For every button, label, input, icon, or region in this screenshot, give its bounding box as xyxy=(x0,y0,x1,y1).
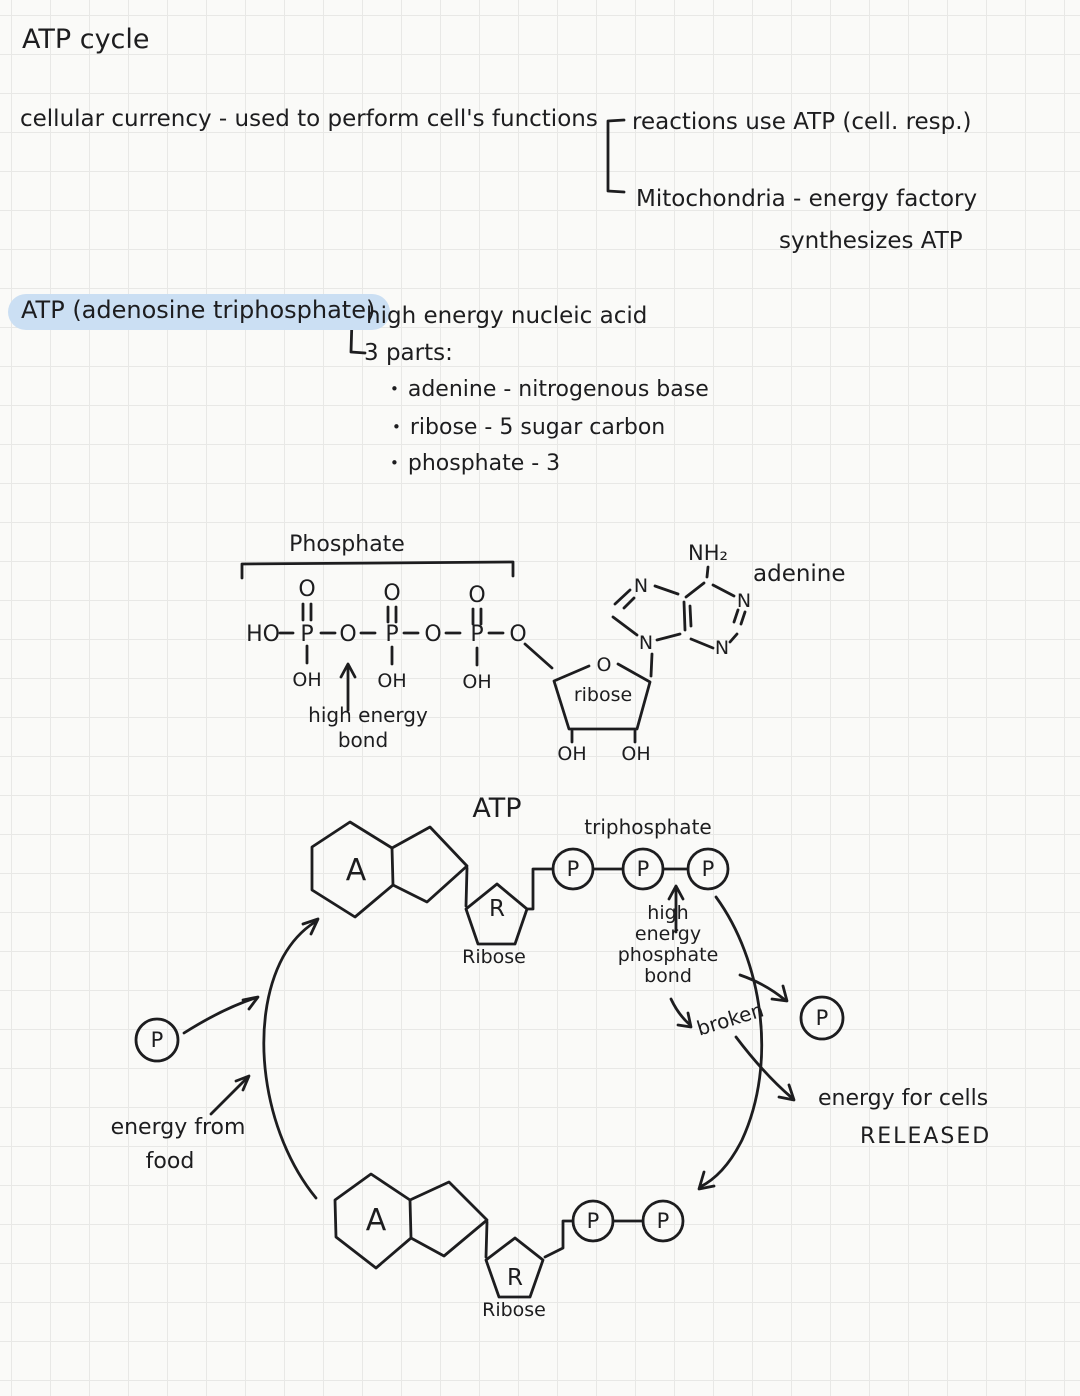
atp-point-top: high energy nucleic acid xyxy=(366,303,648,329)
atom-oh: OH xyxy=(377,670,406,692)
bullet-adenine: • adenine - nitrogenous base xyxy=(390,377,709,402)
branch-bracket xyxy=(608,120,624,192)
page-title: ATP cycle xyxy=(22,24,150,55)
bond-broken-arrow xyxy=(671,999,691,1027)
phosphate-chain-bonds xyxy=(280,604,503,665)
adenine-label: adenine xyxy=(753,561,846,587)
branch-mitochondria: Mitochondria - energy factory xyxy=(636,186,978,212)
adenine-skeleton xyxy=(613,567,745,648)
arrow-from-phosphate xyxy=(184,997,258,1033)
energy-released-line2: RELEASED xyxy=(860,1124,992,1149)
atom-oh: OH xyxy=(462,671,491,693)
atp-heading: ATP (adenosine triphosphate) xyxy=(21,296,376,324)
atom-oh: OH xyxy=(292,669,321,691)
bond-note-line: high xyxy=(647,902,689,924)
phosphate-chain-atoms: HO P O P O P O O O O OH OH OH xyxy=(246,577,527,693)
atom-n: N xyxy=(715,637,729,659)
arrow-from-food xyxy=(211,1076,249,1114)
atom-p: P xyxy=(470,622,483,647)
phosphate-group-label: Phosphate xyxy=(289,532,405,557)
phosphate-letter: P xyxy=(702,857,715,881)
phosphate-letter: P xyxy=(567,857,580,881)
phosphate-circle xyxy=(688,849,728,889)
bullet-dot: • xyxy=(392,418,401,436)
atom-p: P xyxy=(300,622,313,647)
high-energy-bond-label-1: high energy xyxy=(308,703,428,727)
broken-label: broken xyxy=(693,997,767,1041)
adenine-pentagon-top xyxy=(392,827,467,902)
adenine-letter-bottom: A xyxy=(366,1203,387,1238)
cycle-letters: A R A R P P P P P P P xyxy=(151,853,829,1291)
atom-o-dbl: O xyxy=(468,583,485,608)
ribose-letter-top: R xyxy=(489,896,505,922)
bullet-adenine-text: adenine - nitrogenous base xyxy=(407,377,709,402)
ribose-o: O xyxy=(597,654,612,676)
cellular-currency-line: cellular currency - used to perform cell… xyxy=(20,106,598,132)
atom-n: N xyxy=(634,575,648,597)
atom-o-dbl: O xyxy=(383,581,400,606)
phosphate-letter: P xyxy=(587,1209,600,1233)
phosphate-bracket xyxy=(242,562,513,578)
adenine-hexagon-top xyxy=(312,822,393,917)
energy-released-line1: energy for cells xyxy=(818,1086,989,1111)
input-phosphate-letter: P xyxy=(151,1028,164,1052)
atom-ho: HO xyxy=(246,622,280,647)
energy-from-food-line2: food xyxy=(145,1149,195,1174)
high-energy-phosphate-bond-note: high energy phosphate bond xyxy=(618,903,719,987)
bullet-ribose: • ribose - 5 sugar carbon xyxy=(392,415,665,440)
adenine-pentagon-bottom xyxy=(410,1182,487,1256)
bullet-phosphate-text: phosphate - 3 xyxy=(407,451,561,476)
phosphate-circle xyxy=(643,1201,683,1241)
free-phosphate-letter: P xyxy=(816,1006,829,1030)
phosphate-letter: P xyxy=(637,857,650,881)
high-energy-bond-label-2: bond xyxy=(337,728,389,752)
nh2-group: NH₂ xyxy=(688,541,728,565)
energy-from-food-line1: energy from xyxy=(110,1115,246,1140)
ribose-pentagon-bottom xyxy=(486,1238,543,1297)
branch-synthesizes: synthesizes ATP xyxy=(779,228,963,254)
bond-note-line: energy xyxy=(634,923,702,945)
ribose-letter-bottom: R xyxy=(507,1265,523,1291)
ribose-oh-right: OH xyxy=(621,743,650,765)
ribose-label-top: Ribose xyxy=(462,946,526,968)
ribose-atoms: O ribose OH OH xyxy=(557,654,650,765)
cycle-atp-label: ATP xyxy=(472,793,522,824)
phosphate-letter: P xyxy=(657,1209,670,1233)
ribose-label: ribose xyxy=(574,684,632,706)
adenine-atoms: N N N N xyxy=(634,575,751,659)
arrow-to-energy-released xyxy=(736,1037,794,1100)
bullet-ribose-text: ribose - 5 sugar carbon xyxy=(409,415,666,440)
ribose-pentagon-top xyxy=(466,884,527,944)
arrow-to-free-phosphate xyxy=(740,975,787,1001)
atom-n: N xyxy=(737,590,751,612)
atp-heading-highlight: ATP (adenosine triphosphate) xyxy=(8,294,391,330)
atom-o-dbl: O xyxy=(298,577,315,602)
triphosphate-label: triphosphate xyxy=(584,815,712,839)
phosphate-circle xyxy=(573,1201,613,1241)
input-phosphate-circle xyxy=(136,1019,178,1061)
bond-note-line: bond xyxy=(644,965,692,987)
bullet-phosphate: • phosphate - 3 xyxy=(390,451,560,476)
left-cycle-arc xyxy=(264,919,318,1198)
atp-point-bottom: 3 parts: xyxy=(364,340,453,366)
ribose-ring xyxy=(525,644,652,742)
free-phosphate-circle xyxy=(801,997,843,1039)
branch-reactions: reactions use ATP (cell. resp.) xyxy=(632,109,972,135)
phosphate-circle xyxy=(553,849,593,889)
adenine-hexagon-bottom xyxy=(335,1174,411,1268)
bond-note-line: phosphate xyxy=(617,944,719,966)
bullet-dot: • xyxy=(390,454,399,472)
ribose-label-bottom: Ribose xyxy=(482,1299,546,1321)
atom-p: P xyxy=(385,622,398,647)
atom-o: O xyxy=(509,622,526,647)
ribose-oh-left: OH xyxy=(557,743,586,765)
atom-n: N xyxy=(639,632,653,654)
adenine-letter-top: A xyxy=(346,853,367,888)
atom-o: O xyxy=(424,622,441,647)
phosphate-circle xyxy=(623,849,663,889)
bullet-dot: • xyxy=(390,380,399,398)
atom-o: O xyxy=(339,622,356,647)
cycle-adp-molecule xyxy=(335,1174,683,1297)
